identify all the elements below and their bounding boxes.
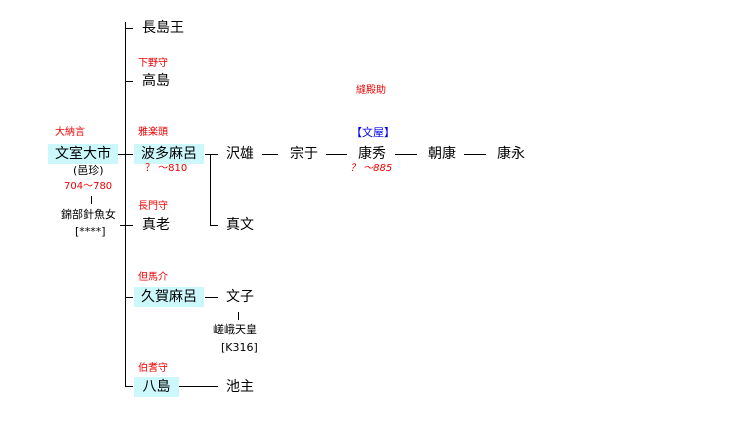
person-hatamaro[interactable]: 波多麻呂 <box>134 144 204 164</box>
spouse-saga-tenno[interactable]: 嵯峨天皇 <box>213 323 257 336</box>
connector <box>210 225 218 226</box>
person-yashima[interactable]: 八島 <box>134 377 179 397</box>
connector <box>178 386 218 387</box>
connector <box>464 154 486 155</box>
person-ayako[interactable]: 文子 <box>226 289 254 305</box>
clan-yasuhide: 【文屋】 <box>351 126 395 139</box>
person-maoi[interactable]: 真老 <box>142 217 170 233</box>
connector <box>326 154 347 155</box>
person-sawao[interactable]: 沢雄 <box>226 146 254 162</box>
spouse-code: [K316] <box>221 341 258 354</box>
person-muneyuki[interactable]: 宗于 <box>290 146 318 162</box>
connector <box>125 297 133 298</box>
marriage-tick <box>238 312 239 320</box>
title-yasuhide: 縫殿助 <box>356 85 386 96</box>
connector <box>205 297 218 298</box>
person-yasuhide[interactable]: 康秀 <box>358 146 386 162</box>
connector <box>262 154 278 155</box>
connector <box>125 81 133 82</box>
person-bunya-no-oichi[interactable]: 文室大市 <box>48 144 118 164</box>
root-years: 704～780 <box>64 181 113 192</box>
branch-line <box>210 154 211 225</box>
years-yasuhide: ？ ～885 <box>350 163 393 174</box>
connector <box>395 154 417 155</box>
title-takashima: 下野守 <box>138 58 168 69</box>
person-ikenushi[interactable]: 池主 <box>226 379 254 395</box>
person-yasunaga[interactable]: 康永 <box>497 146 525 162</box>
connector <box>125 28 133 29</box>
person-takashima[interactable]: 高島 <box>142 73 170 89</box>
connector <box>205 154 218 155</box>
title-hatamaro: 雅楽頭 <box>138 127 168 138</box>
root-alias: (邑珍) <box>73 164 104 177</box>
person-nagashima[interactable]: 長島王 <box>142 20 184 36</box>
connector <box>120 225 133 226</box>
person-mafumi[interactable]: 真文 <box>226 217 254 233</box>
main-branch-line <box>125 22 126 386</box>
root-spouse[interactable]: 錦部針魚女 <box>61 208 116 221</box>
root-spouse-code: [****] <box>75 225 106 238</box>
title-maoi: 長門守 <box>138 201 168 212</box>
person-kugamaro[interactable]: 久賀麻呂 <box>134 287 204 307</box>
years-hatamaro: ？ ～810 <box>145 163 188 174</box>
connector <box>118 154 133 155</box>
root-title: 大納言 <box>55 127 85 138</box>
person-asayasu[interactable]: 朝康 <box>428 146 456 162</box>
title-kugamaro: 但馬介 <box>138 272 168 283</box>
title-yashima: 伯耆守 <box>138 363 168 374</box>
marriage-tick <box>91 196 92 204</box>
connector <box>125 386 133 387</box>
